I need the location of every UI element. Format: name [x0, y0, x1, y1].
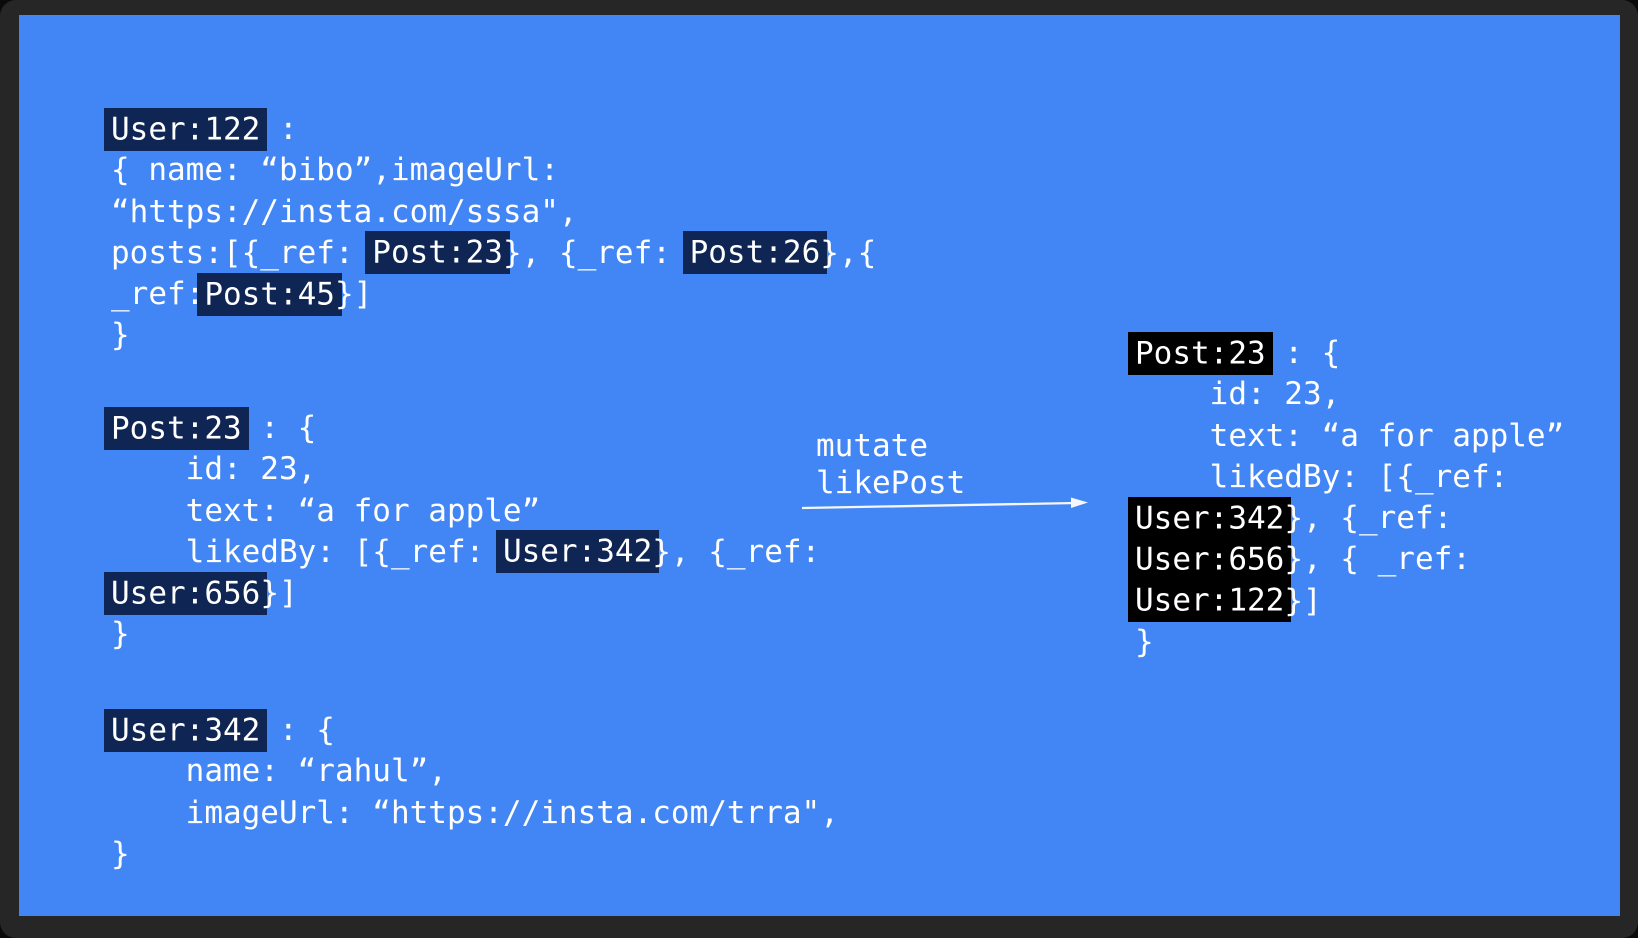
- code-text: id: 23,: [111, 451, 317, 488]
- entity-ref-highlight: Post:45: [204, 272, 335, 316]
- code-line: posts:[{_ref: Post:23}, {_ref: Post:26},…: [111, 231, 877, 275]
- code-line: _ref:Post:45}]: [111, 272, 876, 316]
- code-line: id: 23,: [1135, 374, 1564, 415]
- code-text: : {: [260, 712, 335, 748]
- entity-ref-highlight: Post:26: [689, 231, 821, 275]
- cache-entry-user-342: User:342 : { name: “rahul”, imageUrl: “h…: [111, 708, 839, 875]
- code-line: }: [111, 315, 876, 356]
- code-text: }: [111, 317, 130, 354]
- code-line: text: “a for apple”: [1135, 416, 1565, 457]
- code-text: posts:[{_ref:: [111, 234, 373, 271]
- cache-entry-post-23-after-mutation: Post:23 : { id: 23, text: “a for apple” …: [1135, 331, 1565, 663]
- code-text: text: “a for apple”: [111, 492, 541, 529]
- slide-canvas: User:122 :{ name: “bibo”,imageUrl:“https…: [19, 15, 1620, 916]
- code-line: User:122 :: [111, 107, 876, 151]
- code-line: User:656}, { _ref:: [1135, 537, 1564, 581]
- code-line: Post:23 : {: [1135, 331, 1564, 375]
- entity-ref-highlight: Post:23: [372, 231, 503, 275]
- code-text: }, { _ref:: [1284, 541, 1471, 578]
- entity-ref-highlight: User:656: [1135, 537, 1285, 581]
- entity-ref-highlight: User:122: [1135, 579, 1285, 623]
- code-text: text: “a for apple”: [1135, 417, 1565, 454]
- code-text: : {: [1265, 335, 1341, 371]
- code-text: }: [1135, 624, 1154, 661]
- code-text: id: 23,: [1135, 376, 1341, 413]
- code-line: likedBy: [{_ref:: [1135, 457, 1564, 498]
- code-text: }, {_ref:: [502, 234, 690, 271]
- cache-entry-user-122: User:122 :{ name: “bibo”,imageUrl:“https…: [111, 107, 877, 357]
- code-text: likedBy: [{_ref:: [1135, 458, 1509, 495]
- code-text: }]: [260, 575, 298, 612]
- entity-ref-highlight: Post:23: [1135, 331, 1266, 375]
- entity-ref-highlight: User:342: [502, 530, 653, 574]
- entity-ref-highlight: User:122: [111, 107, 261, 151]
- mutation-label: mutate likePost: [816, 428, 965, 502]
- code-line: id: 23,: [111, 449, 820, 490]
- code-line: likedBy: [{_ref: User:342}, {_ref:: [111, 530, 821, 574]
- code-text: }, {_ref:: [1284, 500, 1453, 537]
- code-line: }: [111, 614, 820, 655]
- code-text: { name: “bibo”,imageUrl:: [111, 152, 559, 189]
- code-text: }]: [334, 276, 373, 313]
- entity-ref-highlight: Post:23: [111, 406, 242, 450]
- code-text: }: [111, 616, 130, 653]
- code-line: }: [1135, 622, 1564, 663]
- code-line: { name: “bibo”,imageUrl:: [111, 150, 876, 191]
- code-text: :: [260, 111, 298, 147]
- code-text: “https://insta.com/sssa",: [111, 193, 578, 230]
- code-line: User:342}, {_ref:: [1135, 496, 1564, 540]
- code-line: User:656}]: [111, 571, 820, 615]
- mutation-label-line-2: likePost: [816, 465, 966, 501]
- mutation-arrow-icon: [801, 497, 1088, 510]
- code-line: “https://insta.com/sssa",: [111, 192, 876, 233]
- code-line: imageUrl: “https://insta.com/trra",: [111, 793, 839, 834]
- code-line: User:122}]: [1135, 579, 1564, 623]
- mutation-label-line-1: mutate: [816, 428, 928, 464]
- code-text: },{: [820, 234, 877, 271]
- entity-ref-highlight: User:342: [111, 708, 261, 752]
- code-text: }, {_ref:: [652, 533, 821, 570]
- code-text: }: [111, 835, 130, 872]
- code-text: _ref:: [111, 276, 205, 313]
- cache-entry-post-23-before-mutation: Post:23 : { id: 23, text: “a for apple” …: [111, 406, 821, 656]
- entity-ref-highlight: User:656: [111, 571, 261, 615]
- code-text: likedBy: [{_ref:: [111, 533, 503, 570]
- code-line: User:342 : {: [111, 708, 839, 752]
- entity-ref-highlight: User:342: [1135, 496, 1285, 540]
- code-text: : {: [241, 410, 317, 446]
- code-line: name: “rahul”,: [111, 751, 839, 792]
- code-text: }]: [1284, 582, 1322, 619]
- code-line: Post:23 : {: [111, 406, 820, 450]
- code-text: name: “rahul”,: [111, 753, 447, 790]
- code-text: imageUrl: “https://insta.com/trra",: [111, 794, 839, 831]
- code-line: text: “a for apple”: [111, 491, 820, 532]
- code-line: }: [111, 834, 839, 875]
